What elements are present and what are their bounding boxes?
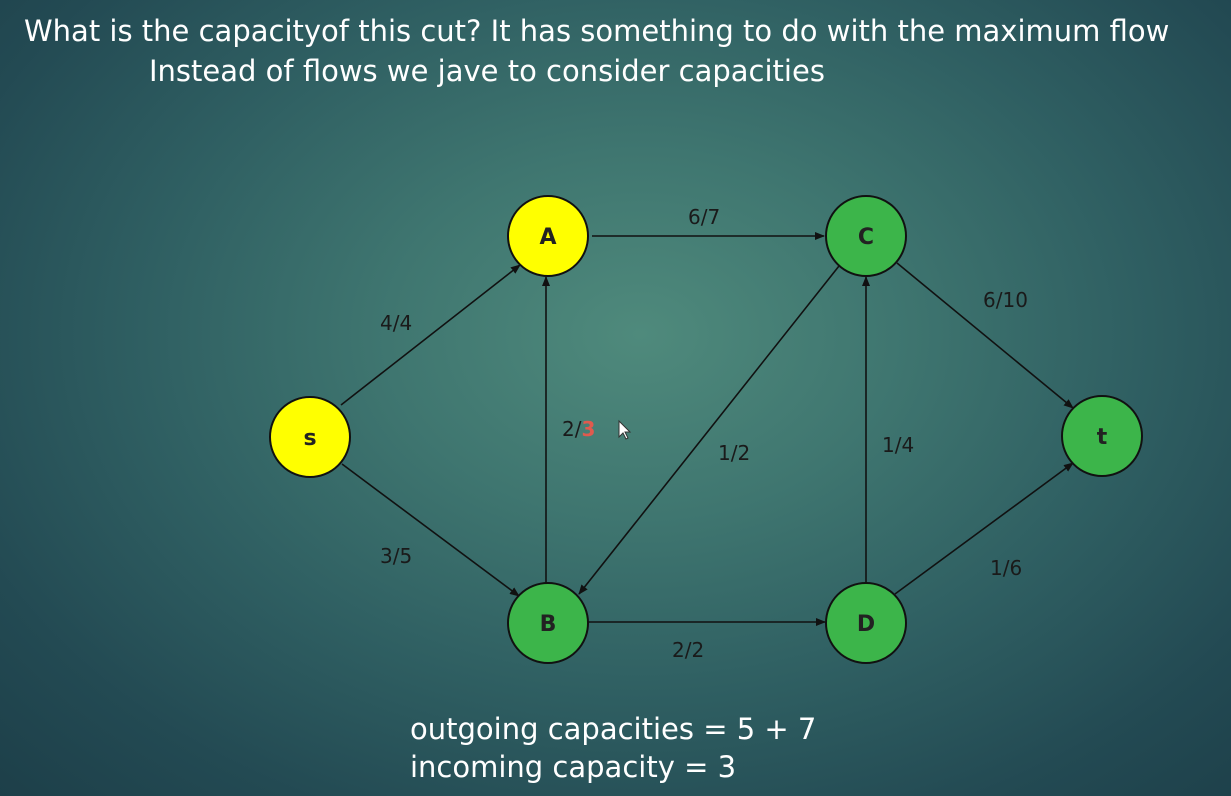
node-b-label: B — [540, 612, 557, 637]
node-t: t — [1061, 395, 1143, 477]
node-c-label: C — [858, 225, 874, 250]
node-a: A — [507, 195, 589, 277]
node-t-circle — [1061, 395, 1143, 477]
edge-c-b — [578, 265, 840, 595]
node-s-label: s — [303, 426, 316, 451]
edge-s-a — [340, 264, 521, 406]
edge-label-a-c: 6/7 — [688, 205, 720, 229]
edge-label-d-t: 1/6 — [990, 556, 1022, 580]
node-s-circle — [269, 396, 351, 478]
outgoing-capacities-note: outgoing capacities = 5 + 7 — [410, 712, 817, 746]
edge-label-d-c: 1/4 — [882, 433, 914, 457]
node-d-circle — [825, 582, 907, 664]
edge-label-b-a-flow: 2/ — [562, 417, 582, 441]
edge-label-b-d: 2/2 — [672, 638, 704, 662]
edge-label-b-a: 2/3 — [562, 417, 595, 441]
node-s: s — [269, 396, 351, 478]
slide-title: What is the capacityof this cut? It has … — [24, 14, 1170, 48]
edge-label-c-b: 1/2 — [718, 441, 750, 465]
edge-d-t — [894, 462, 1074, 595]
edge-c-t — [896, 262, 1074, 409]
node-a-label: A — [539, 225, 556, 250]
edge-label-c-t: 6/10 — [983, 288, 1028, 312]
node-d: D — [825, 582, 907, 664]
slide-subtitle: Instead of flows we jave to consider cap… — [149, 54, 825, 88]
node-b: B — [507, 582, 589, 664]
edge-label-s-b: 3/5 — [380, 544, 412, 568]
node-d-label: D — [857, 612, 875, 637]
cursor-icon — [618, 419, 632, 440]
edge-label-s-a: 4/4 — [380, 311, 412, 335]
node-b-circle — [507, 582, 589, 664]
node-a-circle — [507, 195, 589, 277]
node-c: C — [825, 195, 907, 277]
incoming-capacity-note: incoming capacity = 3 — [410, 750, 737, 784]
edge-s-b — [341, 463, 520, 597]
node-t-label: t — [1097, 425, 1108, 450]
node-c-circle — [825, 195, 907, 277]
edge-label-b-a-capacity: 3 — [581, 417, 595, 441]
